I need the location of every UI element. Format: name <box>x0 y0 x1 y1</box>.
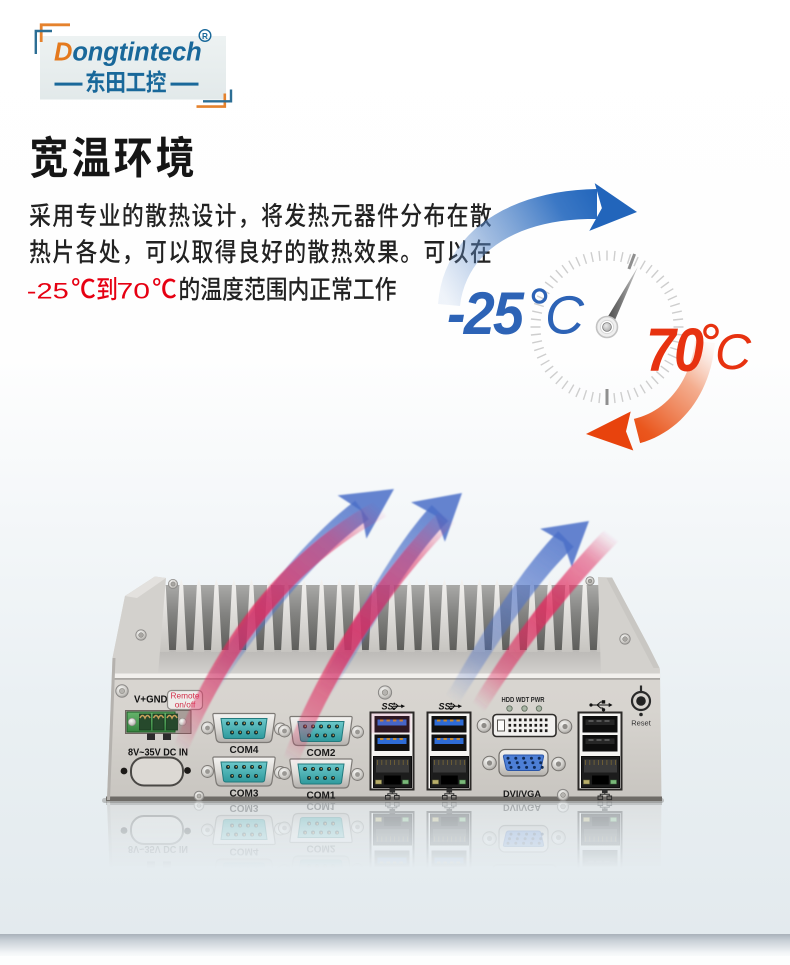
svg-text:SS: SS <box>382 702 394 712</box>
svg-text:Remote: Remote <box>170 901 199 911</box>
svg-text:-25: -25 <box>27 279 69 304</box>
svg-text:COM1: COM1 <box>307 791 336 802</box>
svg-text:70: 70 <box>646 317 704 385</box>
svg-text:COM1: COM1 <box>307 800 336 811</box>
svg-text:COM2: COM2 <box>307 843 336 854</box>
svg-text:COM4: COM4 <box>230 745 259 756</box>
svg-text:-25: -25 <box>447 281 525 347</box>
svg-text:SS: SS <box>382 890 394 900</box>
svg-text:Remote: Remote <box>170 691 199 701</box>
svg-text:on/off: on/off <box>175 892 196 902</box>
svg-text:SS: SS <box>439 702 451 712</box>
svg-text:70: 70 <box>117 279 151 304</box>
svg-text:HDD WDT PWR: HDD WDT PWR <box>502 695 545 704</box>
svg-text:COM2: COM2 <box>307 748 336 759</box>
svg-text:DVI/VGA: DVI/VGA <box>503 802 541 813</box>
svg-text:on/off: on/off <box>175 700 196 710</box>
svg-text:Dongtintech: Dongtintech <box>54 39 202 67</box>
svg-text:HDD WDT PWR: HDD WDT PWR <box>502 898 545 907</box>
svg-text:C: C <box>715 324 752 380</box>
svg-text:8V~35V DC IN: 8V~35V DC IN <box>128 843 188 855</box>
svg-text:Reset: Reset <box>631 874 652 883</box>
svg-text:COM3: COM3 <box>230 789 259 800</box>
svg-text:C: C <box>545 286 585 346</box>
svg-text:COM3: COM3 <box>230 802 259 813</box>
svg-text:8V~35V DC IN: 8V~35V DC IN <box>128 747 188 759</box>
svg-text:Reset: Reset <box>631 719 652 728</box>
svg-text:SS: SS <box>439 890 451 900</box>
svg-text:COM4: COM4 <box>230 846 259 857</box>
svg-text:DVI/VGA: DVI/VGA <box>503 789 541 800</box>
svg-text:R: R <box>202 32 208 41</box>
svg-text:V+GND: V+GND <box>134 896 168 908</box>
svg-text:V+GND: V+GND <box>134 694 168 706</box>
